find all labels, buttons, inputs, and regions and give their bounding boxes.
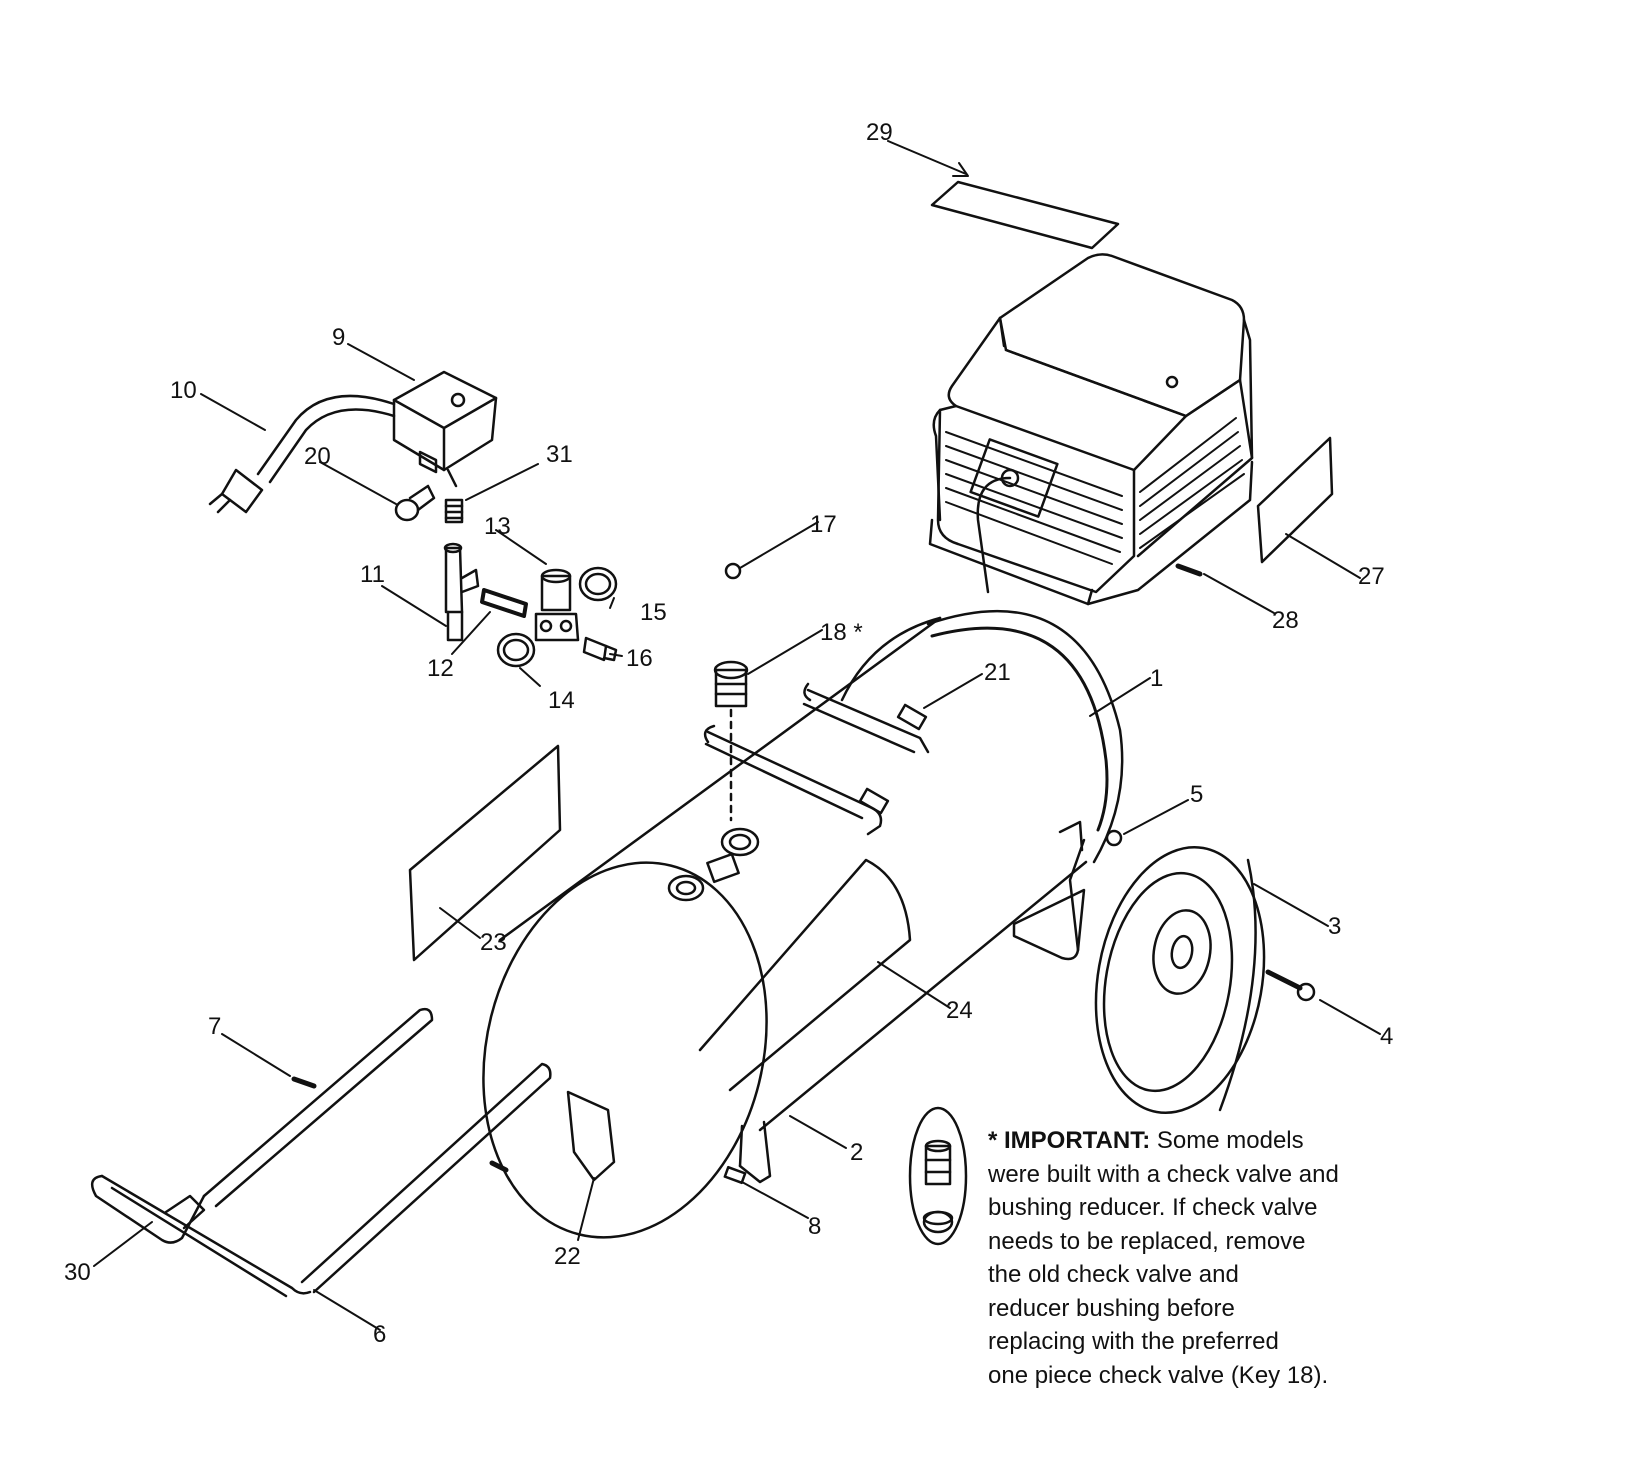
- label-29: 29: [866, 119, 893, 146]
- valve-20: [394, 484, 436, 522]
- screw-28: [1175, 563, 1203, 577]
- check-valve-inset: [908, 1106, 968, 1246]
- handle-6: [90, 1007, 552, 1298]
- label-11: 11: [360, 561, 385, 588]
- label-10: 10: [170, 377, 197, 404]
- nut-5: [1105, 829, 1123, 847]
- label-24: 24: [946, 997, 973, 1024]
- coupler-16: [582, 636, 618, 662]
- label-20: 20: [304, 443, 331, 470]
- label-12: 12: [427, 655, 454, 682]
- wheel-3: [1094, 846, 1266, 1114]
- note-line-8: one piece check valve (Key 18).: [988, 1361, 1329, 1389]
- label-8: 8: [808, 1213, 821, 1240]
- label-30: 30: [64, 1259, 91, 1286]
- axle-bolt-4: [1265, 969, 1316, 1002]
- leader-lines: [93, 140, 1381, 1331]
- leg-bracket-2: [723, 820, 1086, 1185]
- decal-29: [930, 180, 1120, 250]
- nipple-12: [480, 588, 528, 618]
- decal-23: [408, 744, 562, 962]
- note-line-1-rest: Some models: [1150, 1127, 1304, 1154]
- check-valve-18: [713, 660, 749, 822]
- gauge-15: [578, 566, 618, 602]
- label-15: 15: [640, 599, 667, 626]
- note-line-1: * IMPORTANT: Some models: [988, 1124, 1418, 1158]
- note-line-5: the old check valve and: [988, 1261, 1239, 1288]
- nut-17: [724, 562, 742, 580]
- gauge-14: [496, 632, 536, 668]
- label-28: 28: [1272, 607, 1299, 634]
- label-22: 22: [554, 1243, 581, 1270]
- label-18: 18 *: [820, 619, 863, 646]
- label-21: 21: [984, 659, 1011, 686]
- screw-7: [291, 1076, 509, 1173]
- tee-11: [443, 542, 480, 642]
- label-13: 13: [484, 513, 511, 540]
- label-23: 23: [480, 929, 507, 956]
- label-1: 1: [1150, 665, 1163, 692]
- important-label: * IMPORTANT:: [988, 1127, 1151, 1154]
- label-4: 4: [1380, 1023, 1393, 1050]
- label-5: 5: [1190, 781, 1203, 808]
- note-line-2: were built with a check valve and: [988, 1160, 1339, 1188]
- label-16: 16: [626, 645, 653, 672]
- label-6: 6: [373, 1321, 386, 1348]
- label-2: 2: [850, 1139, 863, 1166]
- note-line-4: needs to be replaced, remove: [988, 1227, 1306, 1255]
- label-7: 7: [208, 1013, 221, 1040]
- label-27: 27: [1358, 563, 1385, 590]
- note-line-3: bushing reducer. If check valve: [988, 1194, 1318, 1221]
- label-3: 3: [1328, 913, 1341, 940]
- note-line-7: replacing with the preferred: [988, 1328, 1279, 1355]
- pump-shroud: [928, 253, 1254, 606]
- label-31: 31: [546, 441, 573, 468]
- fitting-31: [444, 498, 464, 524]
- part-labels: 1 2 3 4 5 6 7 8 9 10 11 12 13 14 15 16 1…: [64, 119, 1393, 1348]
- label-9: 9: [332, 324, 345, 351]
- power-cord-10: [208, 394, 396, 514]
- bracket-21: [703, 682, 930, 836]
- important-note: * IMPORTANT: Some models were built with…: [988, 1124, 1418, 1392]
- note-line-6: reducer bushing before: [988, 1294, 1235, 1322]
- label-14: 14: [548, 687, 575, 714]
- label-17: 17: [810, 511, 837, 538]
- decal-27: [1256, 436, 1334, 564]
- pressure-switch-9: [392, 370, 498, 488]
- regulator-13: [534, 568, 580, 642]
